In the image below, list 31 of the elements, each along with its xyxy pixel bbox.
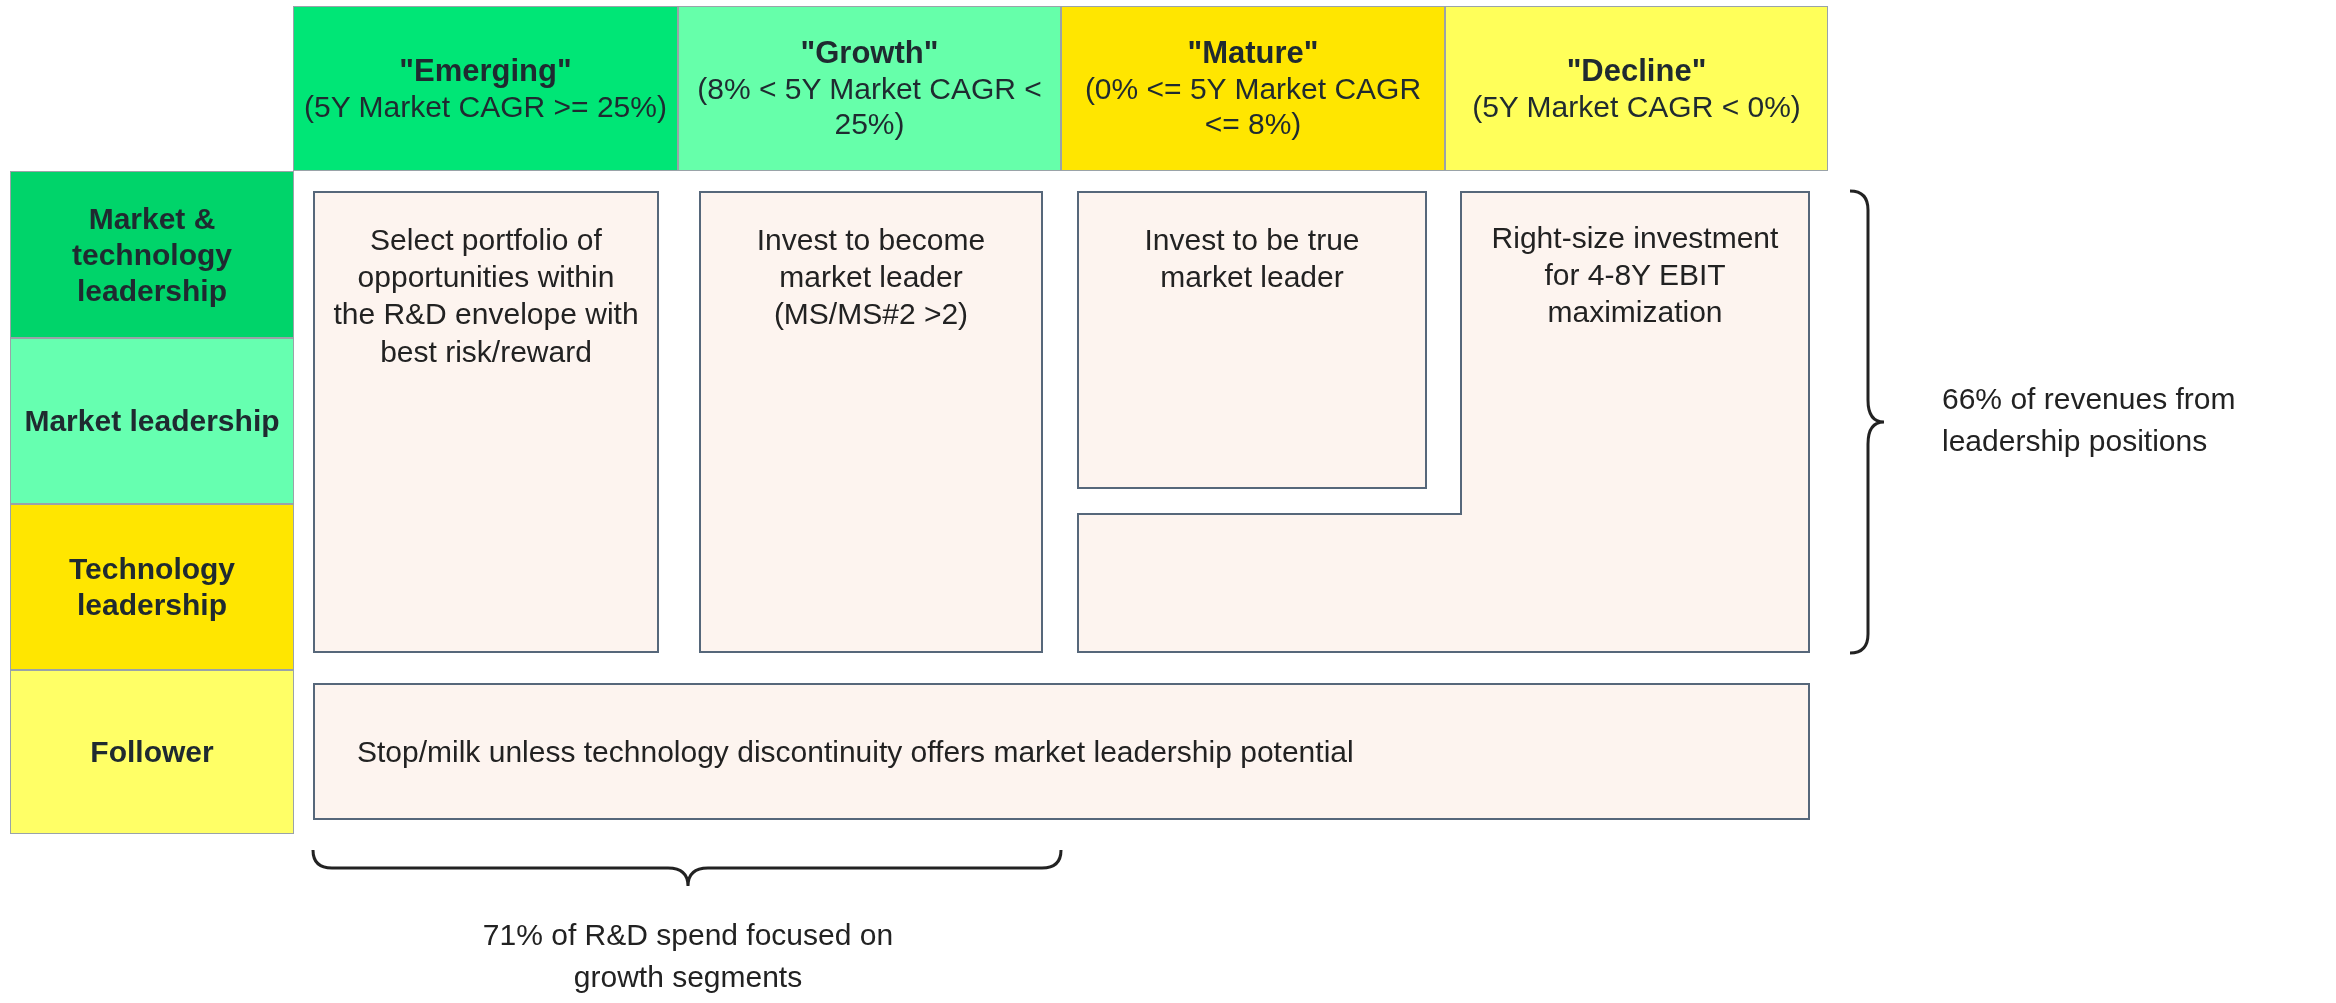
column-title: "Growth"	[800, 35, 939, 71]
column-criterion: (8% < 5Y Market CAGR < 25%)	[696, 70, 1043, 142]
column-title: "Mature"	[1187, 35, 1319, 71]
brace-note: 71% of R&D spend focused on growth segments	[481, 917, 895, 995]
row-header	[10, 504, 294, 670]
column-title: "Decline"	[1566, 53, 1707, 89]
row-header	[10, 670, 294, 834]
row-title: Market leadership	[24, 403, 280, 439]
strategy-text: Stop/milk unless technology discontinuity offers market leadership potential	[357, 733, 1354, 770]
strategy-text: Invest to become market leader (MS/MS#2 >2)	[755, 222, 987, 333]
column-criterion: (0% <= 5Y Market CAGR <= 8%)	[1083, 70, 1423, 142]
row-title: Technology leadership	[67, 551, 237, 623]
column-header	[1445, 6, 1828, 171]
row-title: Follower	[90, 734, 214, 770]
strategy-box	[699, 191, 1043, 653]
column-header	[293, 6, 678, 171]
strategy-box	[313, 191, 659, 653]
column-title: "Emerging"	[399, 53, 572, 89]
row-header	[10, 171, 294, 338]
strategy-text: Invest to be true market leader	[1143, 222, 1361, 296]
column-header	[678, 6, 1061, 171]
column-header	[1061, 6, 1445, 171]
brace-note: 66% of revenues from leadership positions	[1942, 381, 2237, 459]
row-header	[10, 338, 294, 504]
row-title: Market & technology leadership	[71, 200, 233, 309]
column-criterion: (5Y Market CAGR >= 25%)	[304, 88, 667, 124]
strategy-box	[1077, 191, 1427, 489]
column-criterion: (5Y Market CAGR < 0%)	[1472, 88, 1801, 124]
strategy-text: Select portfolio of opportunities within the R&D envelope with best risk/reward	[333, 222, 639, 370]
strategy-box	[313, 683, 1810, 820]
strategy-text: Right-size investment for 4-8Y EBIT maximization	[1490, 220, 1780, 331]
